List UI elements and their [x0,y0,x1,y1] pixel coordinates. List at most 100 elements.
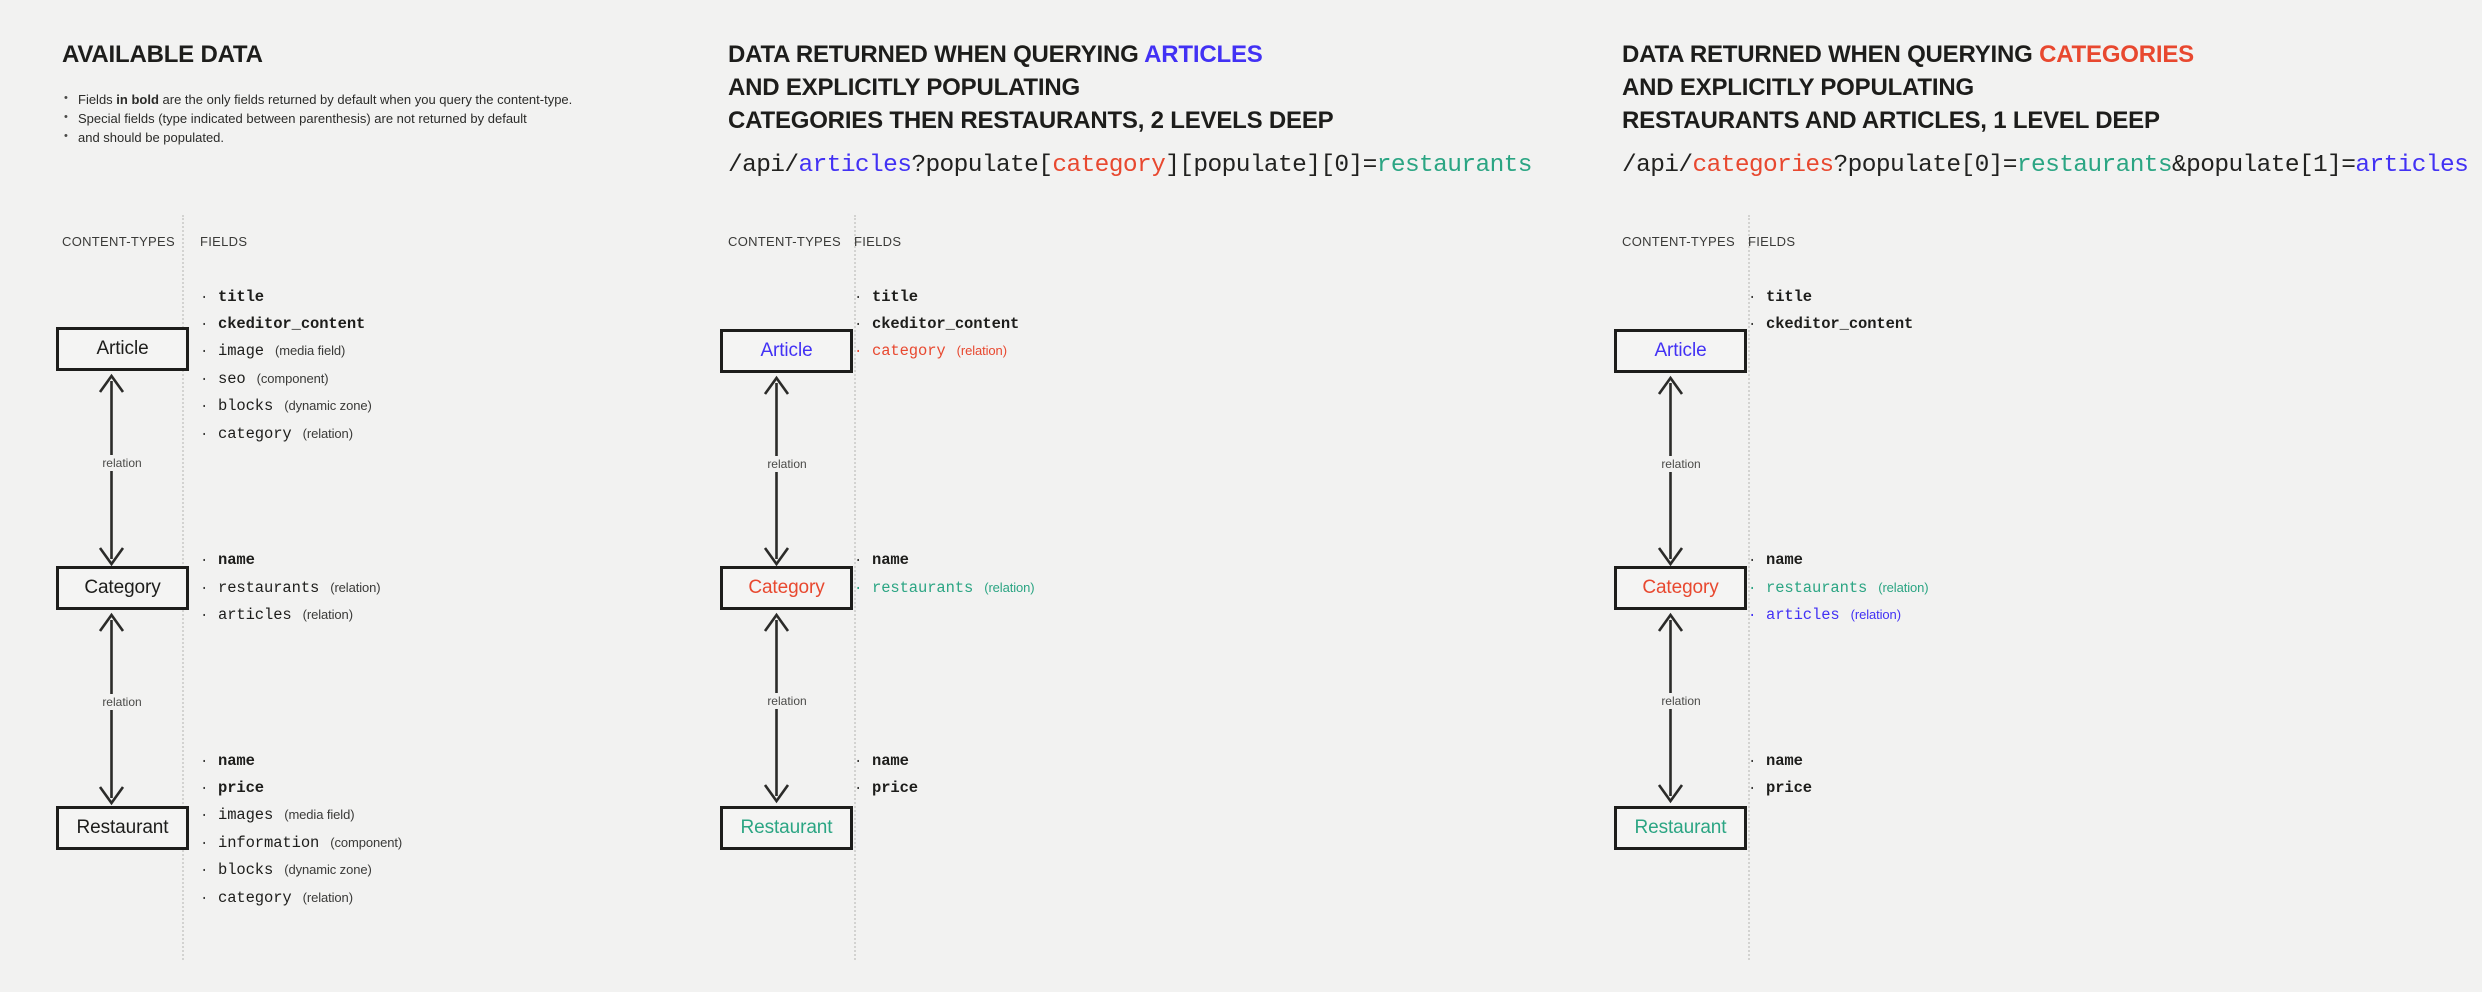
content-type-box-category[interactable]: Category [720,566,853,610]
bullet-icon: · [854,580,863,597]
field-type: (relation) [984,579,1035,595]
column-caption-content-types: CONTENT-TYPES [1622,234,1735,249]
field-row: · ckeditor_content [1748,312,1913,339]
field-row: ·name [1748,749,1812,776]
field-type: (relation) [1878,579,1929,595]
panel-divider-2 [854,215,856,960]
bullet-icon: · [1748,316,1757,333]
field-name: name [218,551,255,569]
field-list-article: ·title·ckeditor_content·image(media fiel… [200,285,372,449]
field-name: category [218,424,292,443]
panel-heading-line-2: AND EXPLICITLY POPULATING [728,74,1080,101]
legend-note-2-prefix: Special fields (type indicated between p… [78,111,527,126]
content-type-box-article[interactable]: Article [1614,329,1747,373]
content-type-box-restaurant[interactable]: Restaurant [720,806,853,850]
field-row: ·price [200,776,402,803]
bullet-icon: · [854,290,863,306]
content-type-box-article[interactable]: Article [720,329,853,373]
relation-arrow-label: relation [727,693,847,709]
field-name: image [218,342,265,361]
bullet-icon: · [200,863,209,880]
field-name: restaurants [1766,578,1868,597]
panel-heading-line-3: CATEGORIES THEN RESTAURANTS, 2 LEVELS DE… [728,107,1334,134]
panel-heading-prefix: DATA RETURNED WHEN QUERYING [728,41,1145,68]
field-name: name [218,752,255,770]
legend-note-1: Fields in bold are the only fields retur… [62,89,622,109]
content-type-box-restaurant[interactable]: Restaurant [56,806,189,850]
field-row: ·category(relation) [200,885,402,913]
field-row: ·category(relation) [200,421,372,449]
relation-arrow-label: relation [1621,456,1741,472]
field-row: ·name [200,749,402,776]
content-type-box-article[interactable]: Article [56,327,189,371]
field-row: ·blocks(dynamic zone) [200,857,402,885]
field-name: restaurants [872,578,974,597]
field-row: ·price [854,776,918,803]
bullet-icon: · [854,316,863,333]
field-name: category [218,888,292,907]
relation-arrow-label: relation [1621,693,1741,709]
field-name: title [1766,288,1813,306]
panel-heading-line-1: DATA RETURNED WHEN QUERYING CATEGORIES [1622,38,2194,71]
endpoint-token: articles [2355,152,2469,179]
content-type-box-category[interactable]: Category [56,566,189,610]
field-name: blocks [218,861,274,880]
bullet-icon: · [200,399,209,416]
bullet-icon: · [1748,580,1757,597]
content-type-box-restaurant[interactable]: Restaurant [1614,806,1747,850]
content-type-label: Article [1654,340,1707,361]
field-row: ·articles(relation) [200,602,381,630]
field-name: price [1766,778,1813,797]
field-name: ckeditor_content [1766,314,1914,333]
bullet-icon: · [854,553,863,569]
relation-arrow-label: relation [62,455,182,471]
relation-arrow-article-category: relation [727,373,847,567]
bullet-icon: · [1748,608,1757,625]
field-row: ·seo(component) [200,366,372,394]
column-caption-content-types: CONTENT-TYPES [728,234,841,249]
field-name: information [218,833,320,852]
content-type-label: Restaurant [740,817,833,838]
panel-heading-highlight: CATEGORIES [2039,41,2194,68]
endpoint-token: category [1052,152,1166,179]
content-type-box-category[interactable]: Category [1614,566,1747,610]
field-list-restaurant: ·name·price·images(media field) · informat… [200,749,402,913]
field-type: (media field) [284,807,355,823]
bullet-icon: · [200,371,209,388]
field-type: (component) [330,834,403,850]
field-name: ckeditor_content [218,314,366,333]
legend-note-1-bold: in bold [116,92,159,107]
api-endpoint-articles: /api/articles?populate[category][populat… [728,152,1532,179]
field-list-article: ·title·ckeditor_content·category(relatio… [854,285,1019,366]
relation-arrow-article-category: relation [62,371,182,567]
relation-arrow-label: relation [727,456,847,472]
page-title: AVAILABLE DATA [62,41,263,68]
field-row: · ckeditor_content [854,312,1019,339]
field-row: ·ckeditor_content [200,312,372,339]
field-row: ·title [200,285,372,312]
legend-note-1-prefix: Fields [78,92,117,107]
content-type-label: Category [84,577,161,598]
field-row: ·blocks(dynamic zone) [200,393,372,421]
field-list-category: ·name·restaurants(relation) [854,548,1035,602]
bullet-icon: · [200,290,209,306]
panel-available-data: AVAILABLE DATA Fields in bold are the on… [0,0,720,992]
column-caption-content-types: CONTENT-TYPES [62,234,175,249]
column-caption-fields: FIELDS [854,234,902,249]
field-row: ·images(media field) [200,802,402,830]
bullet-icon: · [1748,553,1757,569]
legend-note-3-prefix: and should be populated. [78,130,225,145]
panel-heading-line-1: DATA RETURNED WHEN QUERYING ARTICLES [728,38,1263,71]
content-type-label: Restaurant [76,817,169,838]
column-caption-fields: FIELDS [1748,234,1796,249]
legend-note-3: and should be populated. [62,127,622,147]
field-list-article: ·title · ckeditor_content [1748,285,1913,338]
content-type-label: Category [1642,577,1719,598]
endpoint-token: /api/ [1622,152,1693,179]
field-row: ·title [1748,285,1913,312]
field-row: ·name [854,749,918,776]
field-row: · restaurants (relation) [854,575,1035,603]
field-name: ckeditor_content [872,314,1020,333]
field-type: (relation) [330,579,381,595]
panel-heading-line-3: RESTAURANTS AND ARTICLES, 1 LEVEL DEEP [1622,107,2160,134]
